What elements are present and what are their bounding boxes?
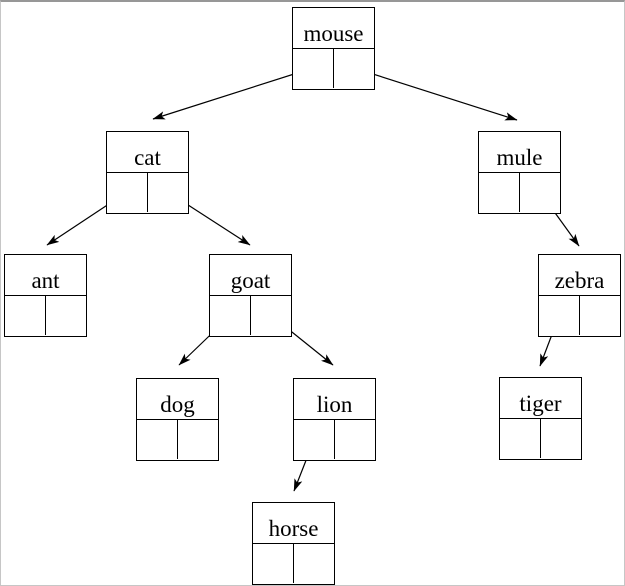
node-pointer-row — [479, 173, 560, 212]
node-label-dog: dog — [137, 379, 218, 420]
right-pointer-cell-goat — [251, 296, 291, 335]
right-pointer-cell-ant — [46, 296, 86, 335]
tree-node-zebra: zebra — [538, 254, 621, 337]
node-label-lion: lion — [294, 379, 375, 420]
node-label-mouse: mouse — [293, 8, 374, 49]
node-label-tiger: tiger — [500, 378, 581, 419]
right-pointer-cell-dog — [178, 420, 218, 459]
node-pointer-row — [5, 296, 86, 335]
node-pointer-row — [210, 296, 291, 335]
tree-node-mouse: mouse — [292, 7, 375, 90]
pointer-arrow-mouse-right-to-mule — [353, 67, 518, 121]
left-pointer-cell-mule — [479, 173, 520, 212]
tree-node-cat: cat — [106, 131, 189, 214]
right-pointer-cell-tiger — [541, 419, 581, 458]
left-pointer-cell-goat — [210, 296, 251, 335]
node-label-cat: cat — [107, 132, 188, 173]
right-pointer-cell-mule — [520, 173, 560, 212]
tree-node-dog: dog — [136, 378, 219, 461]
right-pointer-cell-mouse — [334, 49, 374, 88]
node-pointer-row — [293, 49, 374, 88]
left-pointer-cell-mouse — [293, 49, 334, 88]
node-pointer-row — [500, 419, 581, 458]
right-pointer-cell-zebra — [580, 296, 620, 335]
right-pointer-cell-cat — [148, 173, 188, 212]
node-label-zebra: zebra — [539, 255, 620, 296]
left-pointer-cell-cat — [107, 173, 148, 212]
node-pointer-row — [539, 296, 620, 335]
right-pointer-cell-lion — [335, 420, 375, 459]
tree-node-tiger: tiger — [499, 377, 582, 460]
node-pointer-row — [137, 420, 218, 459]
node-label-goat: goat — [210, 255, 291, 296]
pointer-arrow-mouse-left-to-cat — [152, 67, 314, 120]
left-pointer-cell-horse — [253, 544, 294, 583]
node-label-mule: mule — [479, 132, 560, 173]
tree-node-lion: lion — [293, 378, 376, 461]
node-pointer-row — [253, 544, 334, 583]
left-pointer-cell-zebra — [539, 296, 580, 335]
left-pointer-cell-tiger — [500, 419, 541, 458]
node-label-ant: ant — [5, 255, 86, 296]
left-pointer-cell-lion — [294, 420, 335, 459]
tree-node-mule: mule — [478, 131, 561, 214]
tree-node-goat: goat — [209, 254, 292, 337]
left-pointer-cell-dog — [137, 420, 178, 459]
node-label-horse: horse — [253, 503, 334, 544]
left-pointer-cell-ant — [5, 296, 46, 335]
tree-node-ant: ant — [4, 254, 87, 337]
node-pointer-row — [107, 173, 188, 212]
right-pointer-cell-horse — [294, 544, 334, 583]
node-pointer-row — [294, 420, 375, 459]
tree-node-horse: horse — [252, 502, 335, 585]
